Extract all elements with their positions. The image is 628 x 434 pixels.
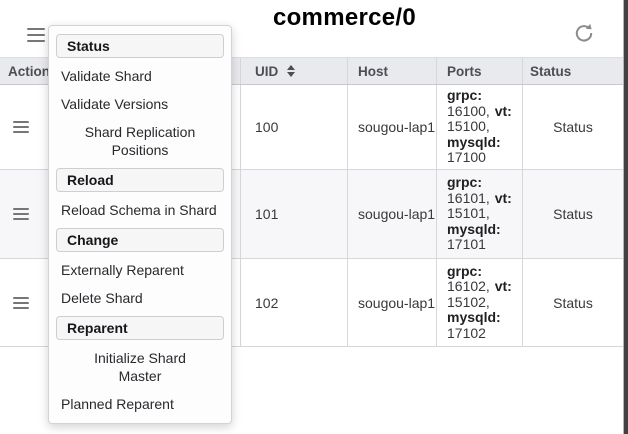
- port-label: grpc:: [447, 262, 482, 279]
- window-edge: [623, 0, 628, 434]
- column-header-host: Host: [348, 58, 437, 84]
- port-label: grpc:: [447, 87, 482, 104]
- ports-value: grpc: 16101, vt: 15101, mysqld: 17101: [447, 175, 522, 253]
- table-cell: sougou-lap1: [348, 259, 437, 346]
- menu-item-reload-schema-in-shard[interactable]: Reload Schema in Shard: [61, 202, 217, 218]
- column-header-uid[interactable]: UID: [241, 58, 348, 84]
- host-value: sougou-lap1: [358, 206, 436, 222]
- menu-section-change: Change: [56, 228, 224, 252]
- uid-value: 100: [255, 119, 279, 135]
- port-label: mysqld:: [447, 309, 501, 326]
- port-value: 17101: [447, 236, 486, 253]
- refresh-icon[interactable]: [573, 22, 595, 44]
- table-cell: sougou-lap1: [348, 85, 437, 169]
- table-cell: 101: [241, 170, 348, 258]
- hidden-cell: [52, 259, 241, 346]
- column-header-label: Ports: [447, 63, 482, 79]
- column-header-status: Status: [523, 58, 623, 84]
- hidden-cell: [52, 85, 241, 169]
- table-cell: [0, 259, 52, 346]
- hidden-cell: [52, 170, 241, 258]
- uid-value: 101: [255, 206, 279, 222]
- column-header-actions: Actions: [0, 58, 52, 84]
- table-cell: Status: [523, 85, 623, 169]
- table-cell: grpc: 16100, vt: 15100, mysqld: 17100: [437, 85, 523, 169]
- column-header-label: Host: [358, 63, 388, 79]
- host-value: sougou-lap1: [358, 119, 436, 135]
- sort-updown-icon[interactable]: [287, 65, 296, 77]
- column-header-label: Status: [530, 63, 572, 79]
- ports-value: grpc: 16102, vt: 15102, mysqld: 17102: [447, 262, 522, 342]
- ports-value: grpc: 16100, vt: 15100, mysqld: 17100: [447, 88, 522, 166]
- table-cell: Status: [523, 259, 623, 346]
- column-header-ports: Ports: [437, 58, 523, 84]
- table-cell: Status: [523, 170, 623, 258]
- column-header-label: UID: [255, 63, 279, 79]
- menu-item-validate-shard[interactable]: Validate Shard: [61, 68, 152, 84]
- menu-item-initialize-shard-master[interactable]: Initialize Shard Master: [94, 350, 186, 384]
- table-cell: 102: [241, 259, 348, 346]
- port-label: vt:: [494, 278, 512, 295]
- menu-section-reload: Reload: [56, 168, 224, 192]
- column-header-label: Actions: [8, 63, 51, 79]
- tablet-status-link[interactable]: Status: [553, 206, 593, 222]
- port-value: 16102,: [447, 278, 490, 295]
- port-label: vt:: [494, 102, 512, 119]
- port-value: 15102,: [447, 293, 490, 310]
- port-value: 17100: [447, 149, 486, 166]
- shard-menu-icon[interactable]: [27, 28, 45, 42]
- table-cell: [0, 170, 52, 258]
- port-value: 15101,: [447, 205, 490, 222]
- menu-section-status: Status: [56, 34, 224, 58]
- table-cell: grpc: 16101, vt: 15101, mysqld: 17101: [437, 170, 523, 258]
- page-title: commerce/0: [272, 4, 417, 31]
- menu-item-validate-versions[interactable]: Validate Versions: [61, 96, 169, 112]
- menu-item-externally-reparent[interactable]: Externally Reparent: [61, 262, 184, 278]
- menu-item-emergency-reparent[interactable]: Emergency Reparent: [49, 418, 231, 423]
- table-cell: 100: [241, 85, 348, 169]
- tablet-status-link[interactable]: Status: [553, 294, 593, 311]
- port-value: 16101,: [447, 189, 490, 206]
- port-label: grpc:: [447, 174, 482, 191]
- port-value: 15100,: [447, 118, 490, 135]
- menu-item-planned-reparent[interactable]: Planned Reparent: [61, 396, 174, 412]
- uid-value: 102: [255, 294, 279, 311]
- port-label: vt:: [494, 189, 512, 206]
- menu-item-delete-shard[interactable]: Delete Shard: [61, 290, 143, 306]
- menu-section-reparent: Reparent: [56, 316, 224, 340]
- port-label: mysqld:: [447, 220, 501, 237]
- port-value: 17102: [447, 324, 486, 341]
- tablet-actions-icon[interactable]: [13, 296, 29, 309]
- tablet-actions-icon[interactable]: [13, 208, 29, 220]
- tablet-status-link[interactable]: Status: [553, 119, 593, 135]
- table-cell: sougou-lap1: [348, 170, 437, 258]
- menu-item-shard-replication-positions[interactable]: Shard Replication Positions: [84, 124, 196, 158]
- tablet-actions-icon[interactable]: [13, 121, 29, 133]
- table-cell: grpc: 16102, vt: 15102, mysqld: 17102: [437, 259, 523, 346]
- host-value: sougou-lap1: [358, 294, 436, 311]
- port-value: 16100,: [447, 102, 490, 119]
- column-header-hidden: [52, 58, 241, 84]
- port-label: mysqld:: [447, 133, 501, 150]
- table-cell: [0, 85, 52, 169]
